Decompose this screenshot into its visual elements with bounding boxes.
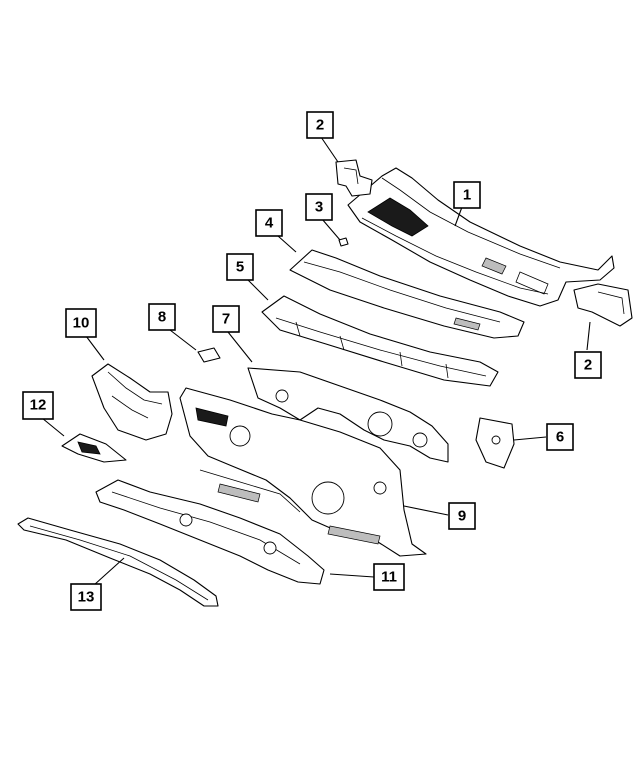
callout-8: 8 (148, 303, 176, 331)
callout-3-label: 3 (315, 199, 323, 216)
part-9-dash-panel (179, 387, 427, 557)
part-6-side-bracket (475, 417, 515, 469)
callout-1: 1 (453, 181, 481, 209)
leader-8 (169, 329, 197, 351)
callout-10: 10 (65, 308, 97, 338)
callout-2-right-label: 2 (584, 357, 592, 374)
callout-2-right: 2 (574, 351, 602, 379)
callout-9: 9 (448, 502, 476, 530)
part-7-upper-dash-panel (247, 367, 449, 463)
leader-3 (321, 218, 341, 241)
callout-7: 7 (212, 305, 240, 333)
leader-11 (329, 573, 375, 578)
callout-12-label: 12 (30, 397, 47, 414)
part-11-lower-crossmember (95, 479, 325, 585)
leader-10 (85, 335, 105, 361)
part-2-bracket-right (573, 283, 633, 327)
callout-2-top-label: 2 (316, 117, 324, 134)
part-10-side-cowl-panel (91, 363, 173, 441)
callout-8-label: 8 (158, 309, 166, 326)
part-5-plenum-reinforcement (261, 295, 499, 387)
part-3-clip (338, 237, 349, 247)
callout-12: 12 (22, 391, 54, 420)
callout-2-top: 2 (306, 111, 334, 139)
callout-4-label: 4 (265, 215, 274, 232)
callout-4: 4 (255, 209, 283, 237)
callout-5-label: 5 (236, 259, 244, 276)
callout-1-label: 1 (463, 187, 471, 204)
callout-5: 5 (226, 253, 254, 281)
leader-12 (41, 417, 65, 437)
leader-2a (320, 136, 339, 163)
leader-5 (247, 279, 269, 301)
part-1-cowl-top-panel (347, 167, 615, 307)
callout-10-label: 10 (73, 315, 90, 332)
callout-11: 11 (373, 563, 405, 591)
callout-13-label: 13 (78, 589, 95, 606)
part-4-cowl-strip (289, 249, 525, 339)
part-2-bracket-left (335, 159, 373, 197)
callout-13: 13 (70, 583, 102, 611)
leader-9 (403, 505, 449, 516)
callout-11-label: 11 (381, 569, 397, 586)
leader-6 (513, 436, 547, 441)
callout-9-label: 9 (458, 508, 466, 525)
leader-4 (277, 235, 297, 253)
callout-3: 3 (305, 193, 333, 221)
part-13-long-bar (17, 517, 219, 607)
leader-2b (586, 321, 591, 351)
leader-1 (454, 206, 463, 227)
leader-lines (41, 136, 591, 586)
part-8-small-bracket (197, 347, 221, 363)
callout-6: 6 (546, 423, 574, 451)
callout-7-label: 7 (222, 311, 230, 328)
part-12-plate (61, 433, 127, 463)
leader-7 (227, 331, 253, 363)
callout-6-label: 6 (556, 429, 564, 446)
leader-13 (93, 557, 125, 586)
